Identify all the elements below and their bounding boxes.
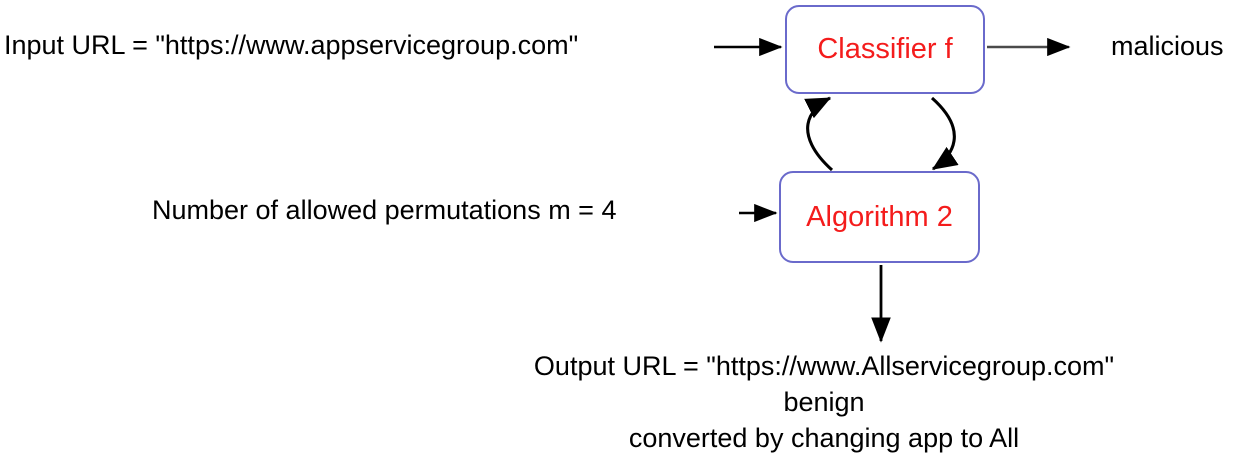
output-verdict-line: benign <box>783 386 865 417</box>
input-url-label: Input URL = "https://www.appservicegroup… <box>4 30 579 60</box>
arrow-algorithm-to-classifier <box>804 96 834 172</box>
output-conversion-note-line: converted by changing app to All <box>628 422 1020 453</box>
malicious-output-label: malicious <box>1111 31 1224 61</box>
arrow-classifier-to-algorithm <box>930 96 959 171</box>
output-url-line: Output URL = "https://www.Allservicegrou… <box>533 351 1115 381</box>
node-classifier[interactable]: Classifier f <box>785 5 985 94</box>
node-algorithm-2-label: Algorithm 2 <box>806 200 953 233</box>
node-classifier-label: Classifier f <box>817 33 953 65</box>
output-text-block: Output URL = "https://www.Allservicegrou… <box>419 349 1229 457</box>
node-algorithm-2[interactable]: Algorithm 2 <box>779 171 980 263</box>
permutations-label: Number of allowed permutations m = 4 <box>152 195 617 225</box>
